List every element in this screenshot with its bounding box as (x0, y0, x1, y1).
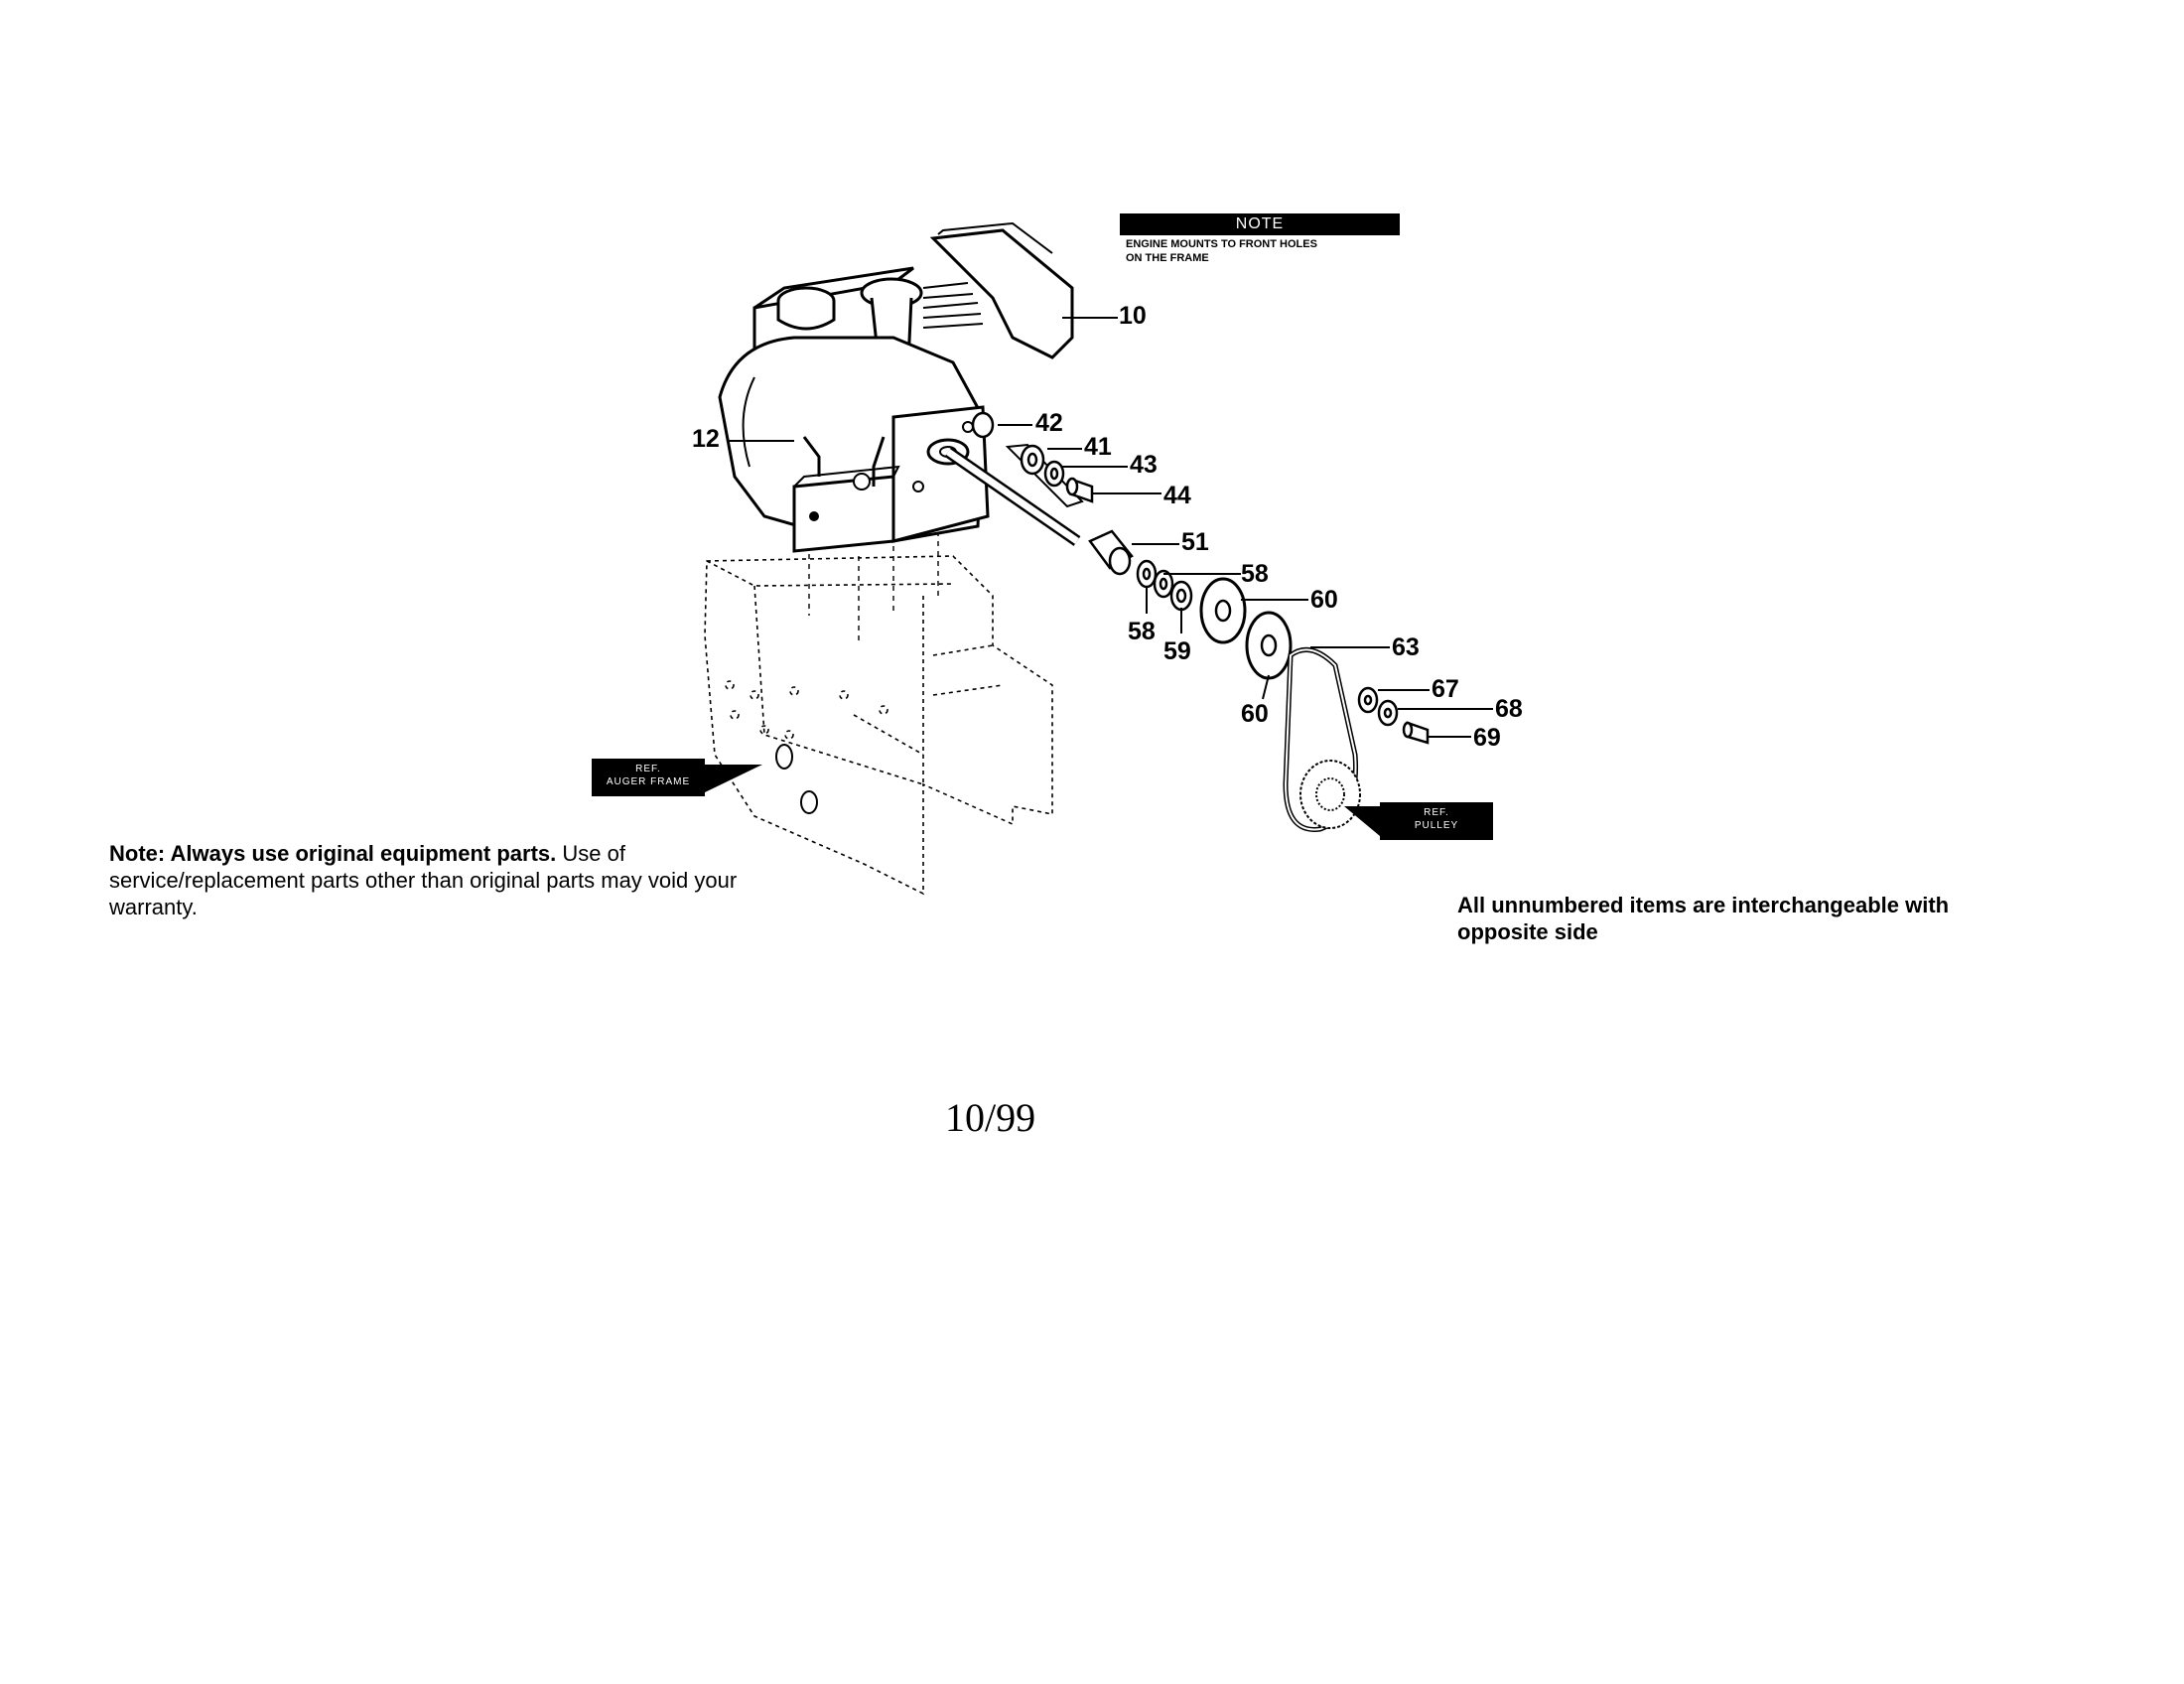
drive-shaft (944, 447, 1081, 546)
engine-mount-note: NOTE ENGINE MOUNTS TO FRONT HOLES ON THE… (1120, 213, 1400, 265)
callout-68: 68 (1495, 695, 1523, 723)
note-line-2: ON THE FRAME (1126, 252, 1209, 264)
ref-pulley-tag: REF. PULLEY (1380, 802, 1493, 840)
callout-44: 44 (1163, 482, 1191, 509)
warranty-note: Note: Always use original equipment part… (109, 840, 745, 920)
pulley-ref-pointer (1344, 806, 1380, 836)
warranty-note-bold: Note: Always use original equipment part… (109, 841, 557, 866)
auger-frame-outline (704, 555, 1053, 896)
callout-67: 67 (1432, 675, 1459, 703)
callout-60-lower: 60 (1241, 700, 1269, 728)
hardware-parts (971, 411, 1430, 745)
callout-43: 43 (1130, 451, 1158, 479)
callout-63: 63 (1392, 633, 1420, 661)
callout-60-upper: 60 (1310, 586, 1338, 614)
callout-12: 12 (692, 425, 720, 453)
engine (718, 221, 1074, 553)
leader-lines (727, 317, 1493, 738)
callout-41: 41 (1084, 433, 1112, 461)
warranty-note-text: Use of service/replacement parts other t… (109, 841, 738, 919)
callout-58-lower: 58 (1128, 618, 1156, 645)
ref-auger-label-2: AUGER FRAME (606, 776, 691, 787)
callout-58-upper: 58 (1241, 560, 1269, 588)
callout-59: 59 (1163, 637, 1191, 665)
callout-69: 69 (1473, 724, 1501, 752)
belt-and-pulley (1283, 646, 1361, 832)
ref-pulley-label-1: REF. (1424, 807, 1449, 818)
note-title: NOTE (1120, 213, 1400, 235)
ref-auger-label-1: REF. (635, 764, 661, 774)
ref-auger-frame-tag: REF. AUGER FRAME (592, 759, 705, 796)
callout-42: 42 (1035, 409, 1063, 437)
note-line-1: ENGINE MOUNTS TO FRONT HOLES (1126, 238, 1317, 250)
ref-pulley-label-2: PULLEY (1414, 820, 1459, 831)
callout-51: 51 (1181, 528, 1209, 556)
callout-10: 10 (1119, 302, 1147, 330)
frame-hole (775, 744, 793, 770)
auger-ref-pointer (705, 765, 762, 792)
frame-hole (800, 790, 818, 814)
page-date: 10/99 (945, 1095, 1036, 1140)
interchangeable-note: All unnumbered items are interchangeable… (1457, 893, 1950, 944)
